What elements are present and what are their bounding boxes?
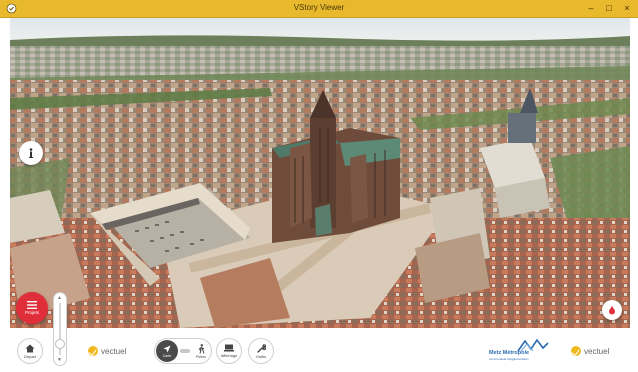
- walking-person-icon: [198, 343, 204, 354]
- drop-icon: [609, 306, 615, 315]
- pieton-label: Piéton: [196, 354, 206, 359]
- vectuel-check-icon: [88, 346, 98, 356]
- metz-tagline: communauté d'agglomération: [489, 357, 529, 361]
- projets-label: Projets: [24, 310, 39, 315]
- affichage-label: Affichage: [220, 353, 238, 358]
- outils-button[interactable]: Outils: [248, 338, 274, 364]
- pieton-mode-button[interactable]: Piéton: [192, 341, 210, 361]
- minimize-button[interactable]: –: [588, 3, 594, 13]
- vectuel-logo-left: vectuel: [88, 346, 126, 356]
- wrench-icon: [256, 343, 266, 353]
- depart-button[interactable]: Départ: [17, 338, 43, 364]
- slider-down-icon: ▼: [57, 357, 62, 363]
- view-mode-toggle[interactable]: Carte Piéton: [154, 338, 212, 364]
- metz-name: Metz Métropole: [489, 350, 530, 356]
- carte-mode-button[interactable]: Carte: [156, 340, 178, 362]
- maximize-button[interactable]: □: [606, 3, 612, 13]
- app-icon: [6, 3, 17, 14]
- info-icon: [29, 148, 33, 158]
- outils-label: Outils: [255, 353, 267, 359]
- close-button[interactable]: ×: [624, 3, 630, 13]
- projets-button[interactable]: Projets: [16, 292, 48, 324]
- metz-metropole-logo: Metz Métropole communauté d'agglomératio…: [489, 338, 551, 364]
- drop-button[interactable]: [602, 300, 622, 320]
- cathedral-model: [272, 90, 400, 243]
- home-icon: [25, 344, 35, 352]
- navigation-arrow-icon: [163, 345, 171, 352]
- zoom-slider[interactable]: ▲ ▼: [53, 292, 67, 366]
- slider-thumb[interactable]: [55, 339, 65, 349]
- affichage-button[interactable]: Affichage: [216, 338, 242, 364]
- 3d-city-viewport[interactable]: [10, 18, 630, 328]
- vectuel-check-icon: [571, 346, 581, 356]
- mode-switch: [180, 349, 190, 353]
- slider-up-icon: ▲: [57, 295, 62, 301]
- vectuel-logo-right: vectuel: [571, 346, 609, 356]
- window-title: VStory Viewer: [293, 3, 345, 12]
- carte-label: Carte: [162, 353, 172, 358]
- layers-icon: [224, 344, 234, 352]
- metz-wave-icon: [517, 338, 549, 352]
- city-scene: [10, 18, 630, 328]
- slider-track: [59, 303, 61, 355]
- menu-icon: [27, 301, 37, 309]
- title-bar: VStory Viewer – □ ×: [0, 0, 638, 18]
- info-button[interactable]: [19, 141, 43, 165]
- depart-label: Départ: [23, 353, 36, 359]
